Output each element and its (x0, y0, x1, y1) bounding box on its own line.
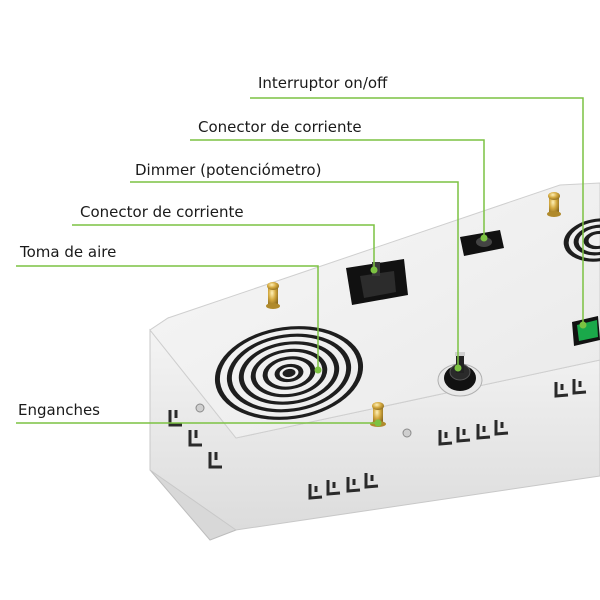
power-connector-top (460, 230, 504, 256)
leader-line-power-connector (72, 224, 375, 270)
screw-front (402, 428, 412, 438)
label-power-connector: Conector de corriente (80, 203, 244, 221)
leader-line-air-intake (16, 265, 319, 370)
logo-pattern-front-3 (554, 379, 587, 398)
dimmer-knob (437, 352, 483, 397)
leader-lines (16, 97, 584, 424)
fan-grille-left (214, 326, 364, 420)
leader-line-power-connector-top (190, 139, 485, 238)
logo-pattern-front-2 (438, 420, 509, 446)
leader-dots (314, 234, 587, 427)
label-hooks: Enganches (18, 401, 101, 419)
label-dimmer: Dimmer (potenciómetro) (135, 161, 322, 179)
label-power-connector-top: Conector de corriente (198, 118, 362, 136)
screw-left (195, 403, 205, 413)
hook-rear-left (266, 282, 280, 309)
logo-pattern-end (168, 410, 222, 469)
power-socket (346, 259, 408, 305)
leader-line-switch (250, 97, 584, 325)
hook-rear-right (547, 192, 561, 217)
logo-pattern-front-1 (308, 473, 379, 500)
leader-line-dimmer (130, 181, 459, 368)
label-air-intake: Toma de aire (20, 243, 117, 261)
label-switch: Interruptor on/off (258, 74, 388, 92)
